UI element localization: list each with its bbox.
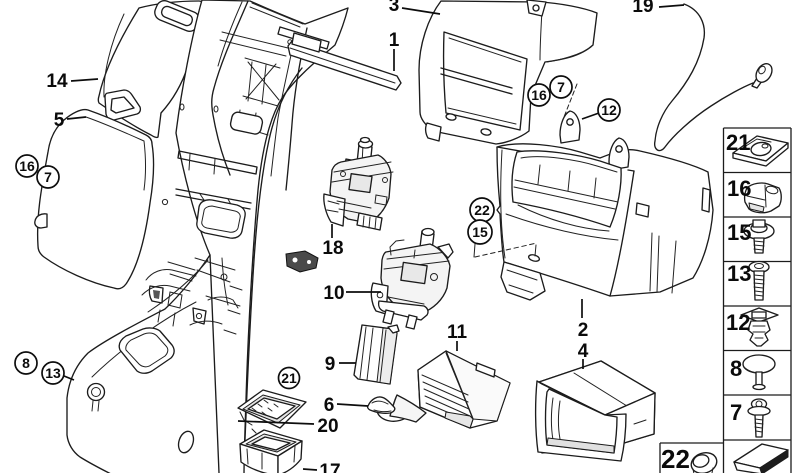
- svg-text:15: 15: [472, 224, 488, 240]
- svg-text:12: 12: [601, 102, 617, 118]
- svg-text:7: 7: [557, 79, 565, 95]
- svg-text:16: 16: [531, 87, 547, 103]
- svg-text:1: 1: [389, 30, 400, 51]
- svg-text:6: 6: [324, 395, 335, 416]
- svg-text:21: 21: [726, 130, 750, 155]
- svg-text:11: 11: [447, 322, 468, 343]
- svg-text:12: 12: [726, 310, 750, 335]
- svg-text:9: 9: [325, 354, 336, 375]
- svg-text:8: 8: [730, 356, 742, 381]
- svg-text:2: 2: [578, 320, 589, 341]
- svg-text:10: 10: [323, 283, 344, 304]
- svg-text:16: 16: [19, 158, 35, 174]
- svg-text:20: 20: [317, 416, 338, 437]
- svg-text:13: 13: [45, 365, 61, 381]
- svg-text:13: 13: [727, 261, 751, 286]
- svg-text:22: 22: [474, 202, 490, 218]
- svg-text:5: 5: [54, 110, 65, 131]
- svg-text:14: 14: [46, 71, 68, 92]
- svg-text:16: 16: [727, 176, 751, 201]
- svg-text:15: 15: [727, 220, 751, 245]
- svg-text:17: 17: [319, 461, 340, 473]
- svg-text:21: 21: [281, 370, 297, 386]
- svg-text:4: 4: [578, 341, 589, 362]
- svg-text:22: 22: [661, 444, 690, 473]
- svg-text:18: 18: [322, 238, 343, 259]
- svg-text:8: 8: [22, 355, 30, 371]
- svg-text:7: 7: [730, 400, 742, 425]
- svg-text:19: 19: [632, 0, 653, 17]
- svg-text:3: 3: [389, 0, 400, 16]
- svg-text:7: 7: [44, 169, 52, 185]
